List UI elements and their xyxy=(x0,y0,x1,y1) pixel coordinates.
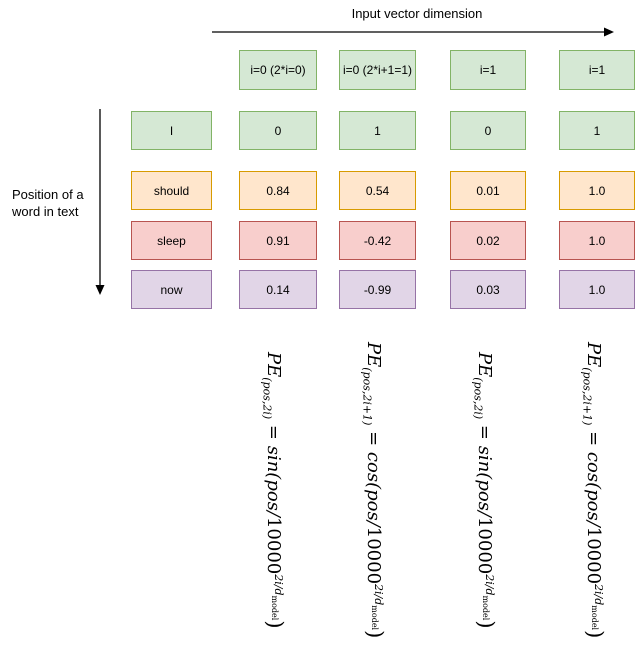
header-cell-dim1: i=0 (2*i+1=1) xyxy=(339,50,416,90)
pe-formula-col1: PE(pos,2i+1) = cos(pos/100002i/dmodel) xyxy=(360,342,387,639)
value-cell-r0c3: 1 xyxy=(559,111,635,150)
word-cell-I: I xyxy=(131,111,212,150)
header-cell-dim3: i=1 xyxy=(559,50,635,90)
value-cell-r0c1: 1 xyxy=(339,111,416,150)
pe-formula-col2: PE(pos,2i) = sin(pos/100002i/dmodel) xyxy=(471,352,498,629)
pe-formula-col0: PE(pos,2i) = sin(pos/100002i/dmodel) xyxy=(260,352,287,629)
header-cell-dim2: i=1 xyxy=(450,50,526,90)
value-cell-r3c3: 1.0 xyxy=(559,270,635,309)
pe-formula-col3: PE(pos,2i+1) = cos(pos/100002i/dmodel) xyxy=(580,342,607,639)
value-cell-r2c1: -0.42 xyxy=(339,221,416,260)
value-cell-r3c1: -0.99 xyxy=(339,270,416,309)
value-cell-r1c2: 0.01 xyxy=(450,171,526,210)
y-axis-label-line2: word in text xyxy=(12,204,79,219)
word-position-arrow-icon xyxy=(95,109,105,295)
input-dimension-arrow-icon xyxy=(212,27,614,37)
word-cell-now: now xyxy=(131,270,212,309)
value-cell-r2c3: 1.0 xyxy=(559,221,635,260)
value-cell-r2c2: 0.02 xyxy=(450,221,526,260)
x-axis-label: Input vector dimension xyxy=(351,6,483,21)
value-cell-r1c1: 0.54 xyxy=(339,171,416,210)
value-cell-r2c0: 0.91 xyxy=(239,221,317,260)
y-axis-label-line1: Position of a xyxy=(12,187,84,202)
word-cell-sleep: sleep xyxy=(131,221,212,260)
word-cell-should: should xyxy=(131,171,212,210)
y-axis-label: Position of a word in text xyxy=(12,186,102,220)
value-cell-r0c0: 0 xyxy=(239,111,317,150)
value-cell-r1c0: 0.84 xyxy=(239,171,317,210)
value-cell-r3c0: 0.14 xyxy=(239,270,317,309)
value-cell-r1c3: 1.0 xyxy=(559,171,635,210)
value-cell-r3c2: 0.03 xyxy=(450,270,526,309)
header-cell-dim0: i=0 (2*i=0) xyxy=(239,50,317,90)
value-cell-r0c2: 0 xyxy=(450,111,526,150)
